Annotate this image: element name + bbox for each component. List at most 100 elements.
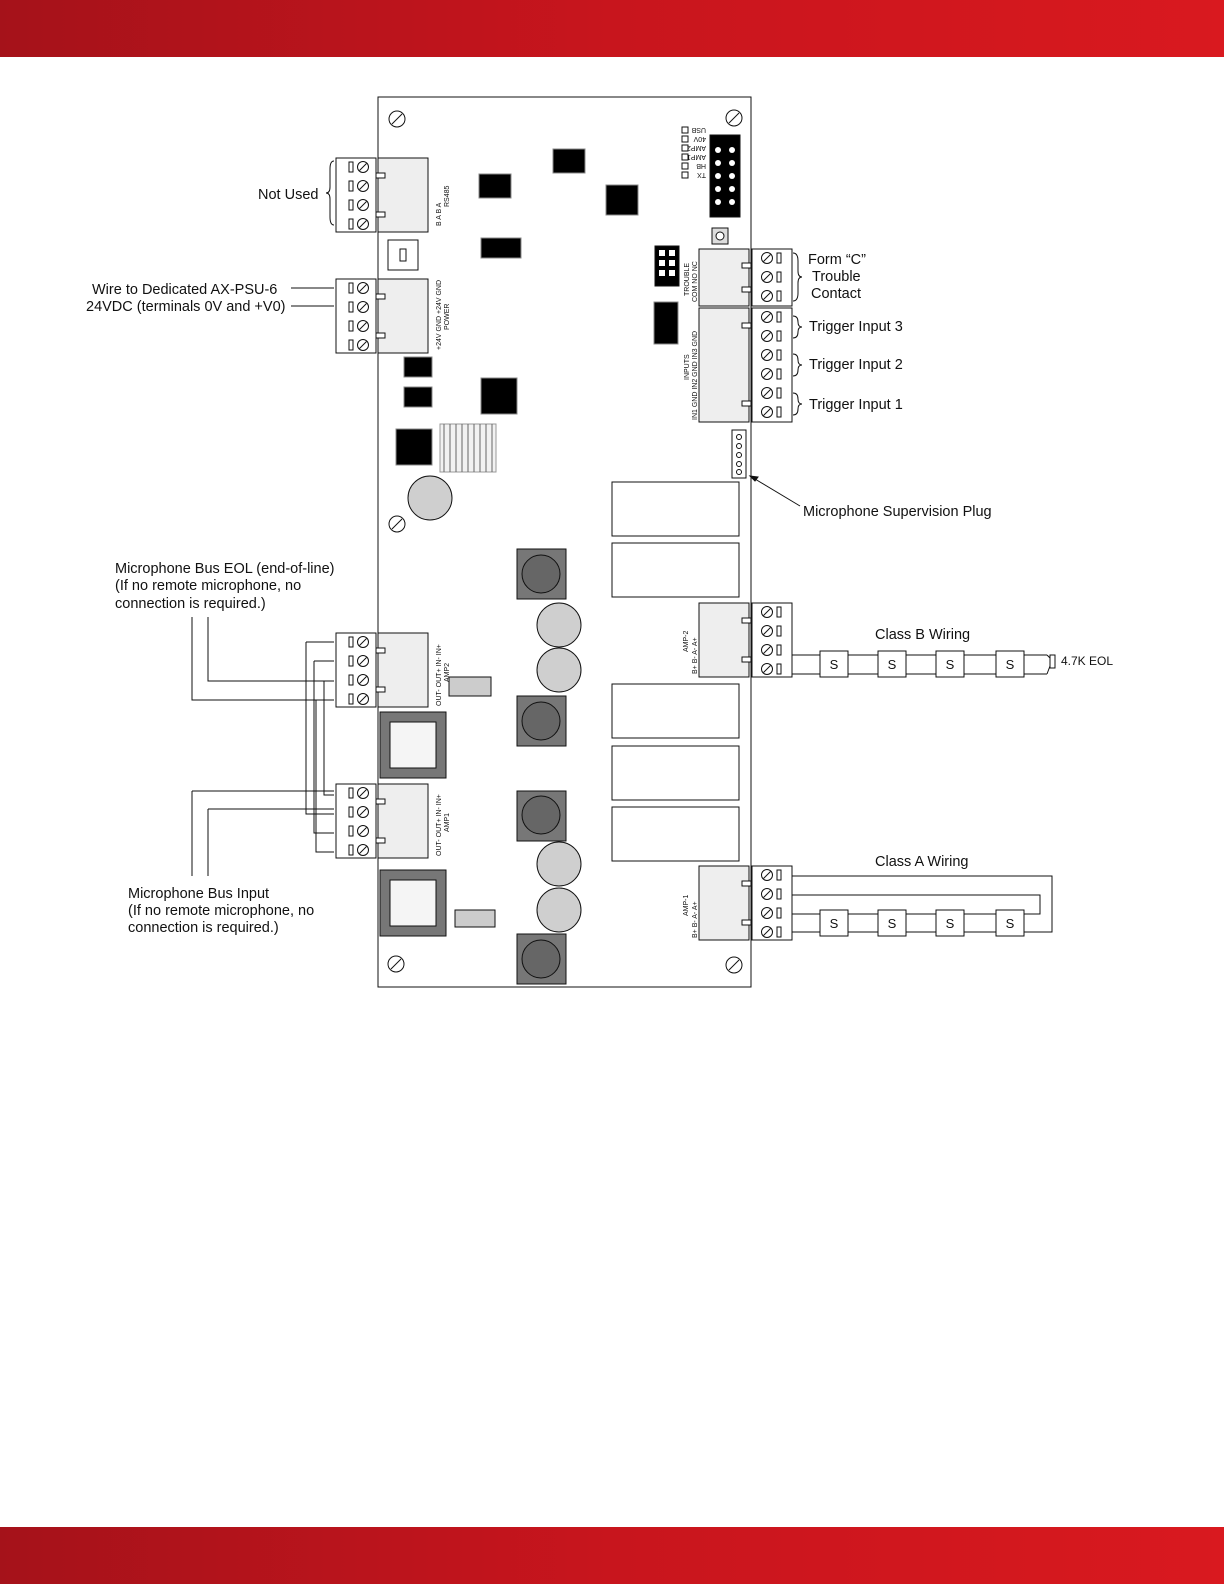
- form-c-label-line3: Contact: [811, 286, 861, 302]
- terminal-slot: [776, 406, 782, 418]
- speaker-label: S: [830, 916, 839, 931]
- speaker-label: S: [946, 657, 955, 672]
- terminal-slot: [348, 218, 354, 230]
- inputs-silk: INPUTS: [684, 354, 691, 380]
- form-c-label-line1: Form “C”: [808, 252, 866, 268]
- class-a-label: Class A Wiring: [875, 854, 968, 870]
- mic-input-label-line1: Microphone Bus Input: [128, 886, 269, 902]
- terminal-block-amp1-output: [698, 865, 793, 941]
- top-header-band: [0, 0, 1224, 57]
- bottom-footer-band: [0, 1527, 1224, 1584]
- terminal-slot: [776, 625, 782, 637]
- status-leds: [681, 126, 689, 179]
- class-b-label: Class B Wiring: [875, 627, 970, 643]
- mic-input-label-line3: connection is required.): [128, 920, 279, 936]
- terminal-slot: [348, 844, 354, 856]
- trigger-input-3-label: Trigger Input 3: [809, 319, 903, 335]
- eol-resistor-label: 4.7K EOL: [1061, 654, 1113, 668]
- terminal-slot: [776, 663, 782, 675]
- led-label: HB: [696, 162, 706, 169]
- terminal-block-inputs: [698, 307, 793, 423]
- program-header: [709, 134, 741, 218]
- terminal-slot: [776, 907, 782, 919]
- terminal-slot: [348, 282, 354, 294]
- terminal-slot: [348, 301, 354, 313]
- speaker-icon: [935, 650, 965, 678]
- eol-label-line3: connection is required.): [115, 596, 266, 612]
- terminal-slot: [776, 606, 782, 618]
- speaker-label: S: [946, 916, 955, 931]
- terminal-slot: [348, 161, 354, 173]
- terminal-slot: [776, 888, 782, 900]
- speaker-label: S: [830, 657, 839, 672]
- terminal-block-amp2-input: [335, 632, 429, 708]
- terminal-block-power: [335, 278, 429, 354]
- speaker-label: S: [1006, 916, 1015, 931]
- eol-label-line2: (If no remote microphone, no: [115, 578, 301, 594]
- speaker-icon: [995, 650, 1025, 678]
- terminal-slot: [776, 330, 782, 342]
- terminal-slot: [776, 869, 782, 881]
- power-components: [379, 548, 582, 985]
- terminal-slot: [776, 349, 782, 361]
- form-c-label-line2: Trouble: [812, 269, 861, 285]
- amp2-out-pins-silk: B+ B- A- A+: [692, 637, 699, 674]
- terminal-slot: [776, 252, 782, 264]
- speaker-icon: [995, 909, 1025, 937]
- mic-supervision-plug: [731, 429, 747, 479]
- led-label: AMP1: [687, 153, 706, 160]
- terminal-slot: [348, 636, 354, 648]
- trigger-input-2-label: Trigger Input 2: [809, 357, 903, 373]
- capacitor: [407, 475, 453, 521]
- speaker-icon: [819, 650, 849, 678]
- trouble-pins-silk: COM NO NC: [692, 261, 699, 302]
- speaker-label: S: [888, 657, 897, 672]
- mic-supervision-label: Microphone Supervision Plug: [803, 504, 992, 520]
- amp2-pins-silk: OUT- OUT+ IN- IN+: [436, 644, 443, 706]
- terminal-slot: [348, 655, 354, 667]
- terminal-slot: [348, 199, 354, 211]
- terminal-slot: [776, 926, 782, 938]
- amplifier-modules: [611, 481, 740, 862]
- speaker-label: S: [1006, 657, 1015, 672]
- terminal-slot: [348, 693, 354, 705]
- inductor-coil: [439, 423, 497, 473]
- terminal-slot: [348, 806, 354, 818]
- trigger-input-1-label: Trigger Input 1: [809, 397, 903, 413]
- trouble-jumper: [654, 245, 680, 287]
- terminal-slot: [776, 387, 782, 399]
- speaker-icon: [877, 650, 907, 678]
- psu-label-line2: 24VDC (terminals 0V and +V0): [86, 299, 285, 315]
- inputs-pins-silk: IN1 GND IN2 GND IN3 GND: [692, 331, 699, 420]
- ic-chips: [395, 148, 679, 466]
- amp1-silk: AMP1: [444, 813, 451, 832]
- screw-hole-icon: [387, 109, 743, 974]
- speaker-icon: [819, 909, 849, 937]
- terminal-slot: [348, 825, 354, 837]
- speaker-icon: [935, 909, 965, 937]
- terminal-slot: [348, 339, 354, 351]
- terminal-slot: [348, 674, 354, 686]
- speaker-label: S: [888, 916, 897, 931]
- amp2-out-silk: AMP-2: [683, 631, 690, 653]
- amp2-silk: AMP2: [444, 663, 451, 682]
- eol-label-line1: Microphone Bus EOL (end-of-line): [115, 561, 334, 577]
- led-label: USB: [691, 126, 706, 133]
- terminal-block-amp1-input: [335, 783, 429, 859]
- led-label: 40V: [693, 135, 706, 142]
- terminal-slot: [776, 368, 782, 380]
- led-label: TX: [697, 171, 706, 178]
- terminal-slot: [776, 271, 782, 283]
- psu-label-line1: Wire to Dedicated AX-PSU-6: [92, 282, 277, 298]
- terminal-slot: [348, 320, 354, 332]
- power-pins-silk: +24V GND +24V GND: [436, 280, 443, 350]
- led-label: AMP2: [687, 144, 706, 151]
- amp1-out-silk: AMP-1: [683, 895, 690, 917]
- rs485-silk: RS485: [444, 185, 451, 207]
- terminal-slot: [348, 180, 354, 192]
- terminal-slot: [776, 644, 782, 656]
- terminal-block-rs485: [335, 157, 429, 233]
- terminal-slot: [776, 290, 782, 302]
